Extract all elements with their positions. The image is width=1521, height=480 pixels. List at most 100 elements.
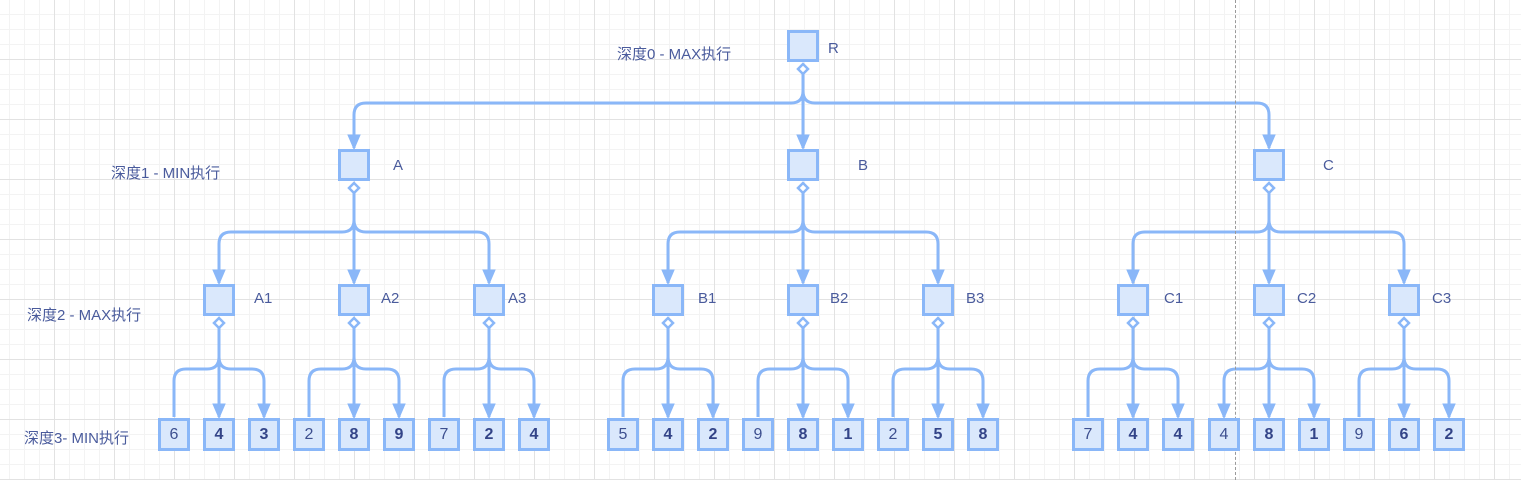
node-root[interactable] [787, 30, 819, 62]
leaf-node[interactable]: 1 [832, 418, 864, 451]
node-root-label: R [828, 40, 839, 57]
leaf-node[interactable]: 9 [1343, 418, 1375, 451]
l2-3-diamond-icon [661, 316, 675, 330]
l2-1-diamond-icon [347, 316, 361, 330]
l2-7-edge-0 [1222, 328, 1271, 417]
l2-0-arrow-1 [212, 403, 226, 420]
l2-6-arrow-1 [1126, 403, 1140, 420]
l2-2-arrow-2 [527, 403, 541, 420]
l2-4-edge-2 [801, 328, 850, 417]
l2-1-arrow-2 [392, 403, 406, 420]
leaf-node[interactable]: 6 [158, 418, 190, 451]
leaf-node[interactable]: 2 [473, 418, 505, 451]
l1-2-edge-2 [1267, 193, 1406, 283]
l2-8-diamond-icon [1397, 316, 1411, 330]
leaf-node[interactable]: 8 [1253, 418, 1285, 451]
l2-6-diamond-icon [1126, 316, 1140, 330]
leaf-node[interactable]: 2 [877, 418, 909, 451]
l2-6-arrow-2 [1171, 403, 1185, 420]
node-b1[interactable] [652, 284, 684, 316]
l2-5-edge-0 [891, 328, 940, 417]
node-a[interactable] [338, 149, 370, 181]
l2-7-diamond-icon [1262, 316, 1276, 330]
l2-2-arrow-1 [482, 403, 496, 420]
leaf-node[interactable]: 2 [697, 418, 729, 451]
leaf-node[interactable]: 4 [1117, 418, 1149, 451]
page-break-guide [1235, 0, 1236, 480]
l2-4-diamond-icon [796, 316, 810, 330]
l2-5-arrow-1 [931, 403, 945, 420]
node-c3-label: C3 [1432, 290, 1452, 307]
node-c2[interactable] [1253, 284, 1285, 316]
leaf-node[interactable]: 8 [787, 418, 819, 451]
l2-4-arrow-1 [796, 403, 810, 420]
leaf-node[interactable]: 8 [338, 418, 370, 451]
root-edge-2 [801, 74, 1271, 148]
l2-2-edge-2 [487, 328, 536, 417]
leaf-node[interactable]: 4 [518, 418, 550, 451]
leaf-node[interactable]: 7 [1072, 418, 1104, 451]
leaf-node[interactable]: 4 [1208, 418, 1240, 451]
node-a2[interactable] [338, 284, 370, 316]
l2-8-edge-2 [1402, 328, 1451, 417]
leaf-node[interactable]: 9 [383, 418, 415, 451]
node-c1-label: C1 [1164, 290, 1184, 307]
l1-2-arrow-0 [1126, 269, 1140, 286]
leaf-node[interactable]: 1 [1298, 418, 1330, 451]
leaf-node[interactable]: 6 [1388, 418, 1420, 451]
leaf-node[interactable]: 5 [922, 418, 954, 451]
l2-0-arrow-2 [257, 403, 271, 420]
node-c1[interactable] [1117, 284, 1149, 316]
depth-label-0: 深度0 - MAX执行 [617, 46, 732, 63]
l1-2-arrow-1 [1262, 269, 1276, 286]
node-a1[interactable] [203, 284, 235, 316]
l2-8-edge-0 [1357, 328, 1406, 417]
l2-7-arrow-1 [1262, 403, 1276, 420]
leaf-node[interactable]: 4 [652, 418, 684, 451]
l1-1-arrow-0 [661, 269, 675, 286]
root-edge-0 [352, 74, 805, 148]
l1-0-arrow-2 [482, 269, 496, 286]
l1-2-arrow-2 [1397, 269, 1411, 286]
leaf-node[interactable]: 7 [428, 418, 460, 451]
leaf-node[interactable]: 3 [248, 418, 280, 451]
node-a3[interactable] [473, 284, 505, 316]
node-b2[interactable] [787, 284, 819, 316]
l2-6-edge-2 [1131, 328, 1180, 417]
l2-8-arrow-2 [1442, 403, 1456, 420]
l1-2-edge-0 [1131, 193, 1271, 283]
leaf-node[interactable]: 2 [293, 418, 325, 451]
node-b1-label: B1 [698, 290, 717, 307]
leaf-node[interactable]: 9 [742, 418, 774, 451]
depth-label-2: 深度2 - MAX执行 [27, 307, 142, 324]
root-diamond-icon [796, 62, 810, 76]
l2-5-diamond-icon [931, 316, 945, 330]
node-b[interactable] [787, 149, 819, 181]
leaf-node[interactable]: 2 [1433, 418, 1465, 451]
l2-5-edge-2 [936, 328, 985, 417]
l2-5-arrow-2 [976, 403, 990, 420]
l2-0-edge-2 [217, 328, 266, 417]
node-b3-label: B3 [966, 290, 985, 307]
node-b3[interactable] [922, 284, 954, 316]
leaf-node[interactable]: 4 [1162, 418, 1194, 451]
leaf-node[interactable]: 4 [203, 418, 235, 451]
l2-8-arrow-1 [1397, 403, 1411, 420]
l1-0-arrow-1 [347, 269, 361, 286]
node-a1-label: A1 [254, 290, 273, 307]
l2-2-diamond-icon [482, 316, 496, 330]
l2-6-edge-0 [1086, 328, 1135, 417]
l1-0-edge-0 [217, 193, 356, 283]
l1-0-edge-2 [352, 193, 491, 283]
node-c[interactable] [1253, 149, 1285, 181]
node-c2-label: C2 [1297, 290, 1317, 307]
l1-1-diamond-icon [796, 181, 810, 195]
node-a2-label: A2 [381, 290, 400, 307]
l2-4-arrow-2 [841, 403, 855, 420]
node-c3[interactable] [1388, 284, 1420, 316]
node-a3-label: A3 [508, 290, 527, 307]
depth-label-1: 深度1 - MIN执行 [111, 165, 221, 182]
leaf-node[interactable]: 8 [967, 418, 999, 451]
leaf-node[interactable]: 5 [607, 418, 639, 451]
